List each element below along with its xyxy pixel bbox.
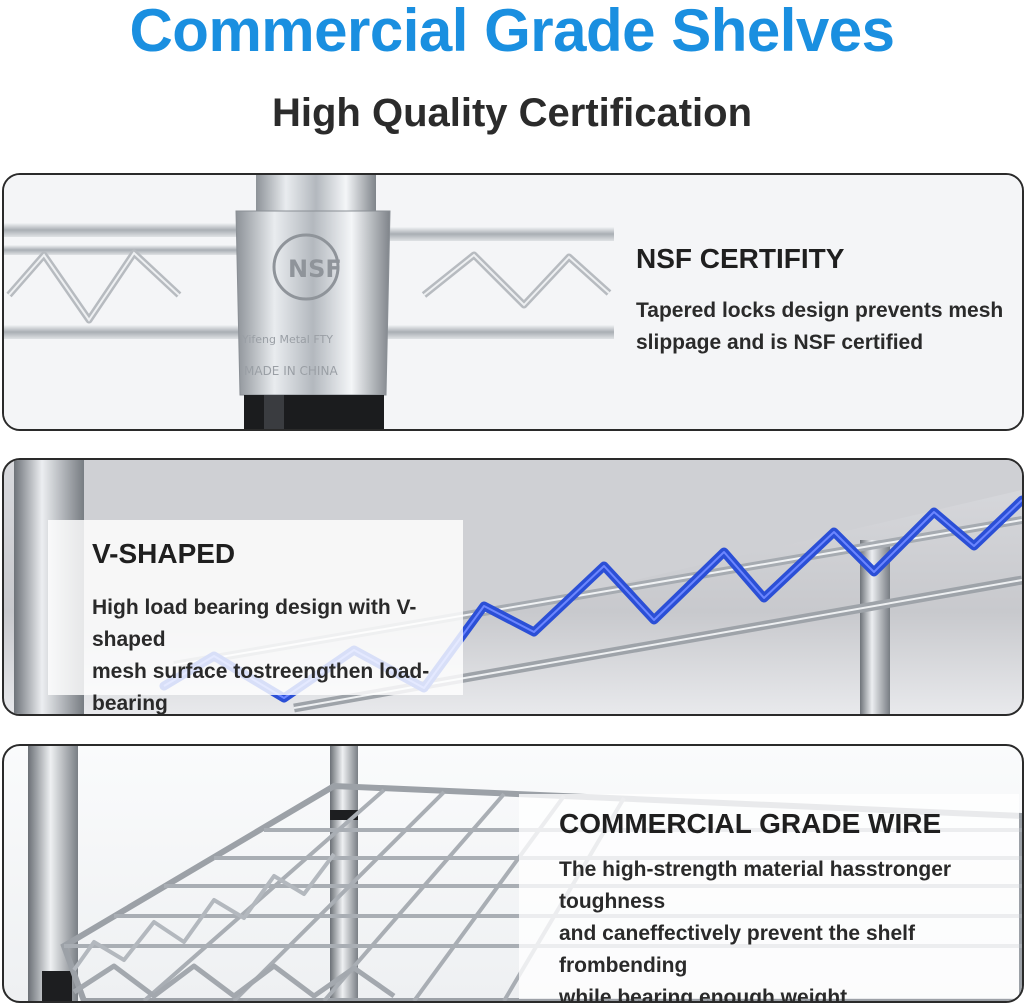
stamp-text-2: MADE IN CHINA [244, 364, 338, 378]
feature-desc-line: while bearing enough weight [559, 986, 848, 1003]
feature-heading: COMMERCIAL GRADE WIRE [559, 808, 942, 839]
feature-desc-line: Tapered locks design prevents mesh [636, 299, 1004, 322]
feature-heading: NSF CERTIFITY [636, 243, 845, 274]
feature-panel-nsf: NSF Yifeng Metal FTY MADE IN CHINA NSF C… [2, 173, 1024, 431]
feature-desc-line: and caneffectively prevent the shelf fro… [559, 922, 915, 977]
feature-desc-line: slippage and is NSF certified [636, 331, 924, 354]
feature-heading: V-SHAPED [92, 538, 236, 569]
page-subtitle: High Quality Certification [271, 91, 753, 135]
nsf-connector-photo: NSF Yifeng Metal FTY MADE IN CHINA [4, 175, 1022, 429]
feature-panel-wire: COMMERCIAL GRADE WIRE The high-strength … [2, 744, 1024, 1003]
feature-text-nsf: NSF CERTIFITY Tapered locks design preve… [616, 227, 1016, 407]
feature-text-vshaped: V-SHAPED High load bearing design with V… [48, 520, 463, 714]
feature-panel-vshaped: V-SHAPED High load bearing design with V… [2, 458, 1024, 716]
feature-text-wire: COMMERCIAL GRADE WIRE The high-strength … [519, 794, 1019, 1001]
stamp-text-1: Yifeng Metal FTY [241, 333, 333, 346]
feature-desc-line: mesh surface tostreengthen load-bearing [92, 660, 430, 715]
nsf-logo: NSF [288, 255, 342, 283]
feature-desc-line: The high-strength material hasstronger t… [559, 858, 952, 913]
page-title: Commercial Grade Shelves [129, 0, 895, 64]
feature-desc-line: High load bearing design with V-shaped [92, 596, 417, 651]
